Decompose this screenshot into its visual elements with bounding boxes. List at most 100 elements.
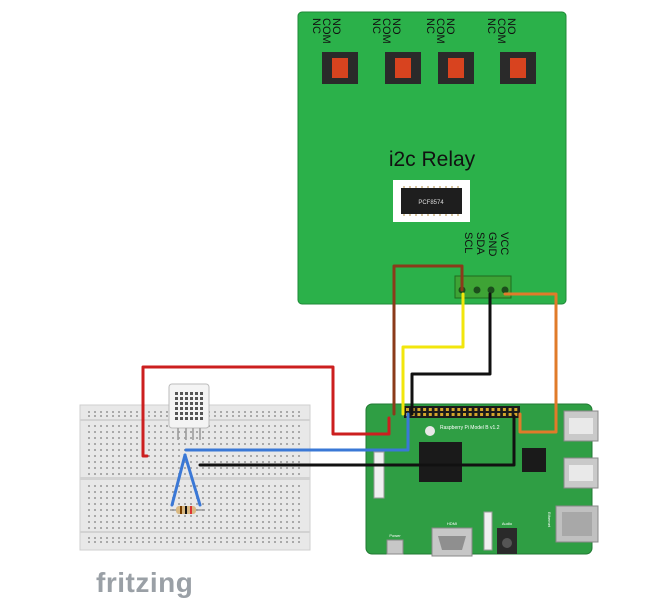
- breadboard-hole: [112, 411, 114, 413]
- breadboard-hole: [154, 411, 156, 413]
- breadboard-hole: [184, 473, 186, 475]
- breadboard-hole: [88, 503, 90, 505]
- breadboard-hole: [172, 455, 174, 457]
- breadboard-hole: [202, 497, 204, 499]
- breadboard-hole: [226, 443, 228, 445]
- gpio-pin: [423, 413, 427, 416]
- breadboard-hole: [232, 443, 234, 445]
- breadboard-hole: [250, 521, 252, 523]
- breadboard-hole: [232, 503, 234, 505]
- breadboard-hole: [106, 515, 108, 517]
- power-label: Power: [389, 533, 401, 538]
- breadboard-hole: [232, 461, 234, 463]
- breadboard-hole: [112, 425, 114, 427]
- breadboard-hole: [136, 461, 138, 463]
- breadboard-hole: [268, 485, 270, 487]
- breadboard-hole: [160, 491, 162, 493]
- breadboard-hole: [130, 449, 132, 451]
- breadboard-hole: [202, 491, 204, 493]
- breadboard-hole: [220, 485, 222, 487]
- breadboard-hole: [142, 515, 144, 517]
- breadboard-hole: [292, 431, 294, 433]
- breadboard-hole: [286, 485, 288, 487]
- breadboard-hole: [136, 509, 138, 511]
- breadboard-hole: [166, 537, 168, 539]
- breadboard-hole: [226, 455, 228, 457]
- sensor-grille-slot: [190, 392, 193, 395]
- breadboard-hole: [286, 521, 288, 523]
- breadboard-hole: [250, 541, 252, 543]
- breadboard-hole: [100, 455, 102, 457]
- breadboard-hole: [106, 503, 108, 505]
- breadboard-hole: [112, 455, 114, 457]
- breadboard-hole: [166, 415, 168, 417]
- breadboard-hole: [172, 485, 174, 487]
- breadboard-hole: [148, 443, 150, 445]
- breadboard-hole: [178, 449, 180, 451]
- sensor-grille-slot: [175, 392, 178, 395]
- breadboard-hole: [166, 473, 168, 475]
- relay-ch1-no: NO: [330, 18, 342, 35]
- breadboard-hole: [94, 541, 96, 543]
- breadboard-hole: [172, 491, 174, 493]
- breadboard-hole: [208, 461, 210, 463]
- breadboard-hole: [256, 431, 258, 433]
- breadboard-hole: [130, 437, 132, 439]
- breadboard-hole: [172, 461, 174, 463]
- breadboard-hole: [268, 461, 270, 463]
- breadboard-hole: [196, 537, 198, 539]
- breadboard-hole: [88, 497, 90, 499]
- breadboard-hole: [256, 467, 258, 469]
- breadboard-hole: [244, 527, 246, 529]
- breadboard-hole: [250, 455, 252, 457]
- breadboard-hole: [130, 509, 132, 511]
- breadboard-hole: [220, 537, 222, 539]
- breadboard-hole: [112, 443, 114, 445]
- breadboard-hole: [298, 425, 300, 427]
- breadboard-hole: [298, 461, 300, 463]
- breadboard-hole: [136, 443, 138, 445]
- sensor-grille-slot: [200, 392, 203, 395]
- breadboard-hole: [160, 461, 162, 463]
- sensor-grille-slot: [180, 407, 183, 410]
- sensor-grille-slot: [185, 402, 188, 405]
- gpio-pin: [474, 408, 478, 411]
- breadboard-hole: [250, 515, 252, 517]
- breadboard-hole: [112, 437, 114, 439]
- breadboard-hole: [106, 537, 108, 539]
- relay-ch3-com: COM: [434, 18, 446, 44]
- breadboard-hole: [130, 431, 132, 433]
- breadboard-hole: [238, 473, 240, 475]
- gpio-pin: [491, 408, 495, 411]
- breadboard-hole: [226, 537, 228, 539]
- sensor-grille-slot: [185, 397, 188, 400]
- breadboard-hole: [154, 443, 156, 445]
- audio-jack: Audio: [497, 521, 517, 554]
- breadboard-hole: [286, 537, 288, 539]
- breadboard-hole: [160, 449, 162, 451]
- breadboard-hole: [274, 425, 276, 427]
- breadboard-hole: [88, 491, 90, 493]
- breadboard-hole: [148, 455, 150, 457]
- breadboard-hole: [106, 467, 108, 469]
- breadboard-hole: [118, 515, 120, 517]
- breadboard-hole: [274, 473, 276, 475]
- breadboard-hole: [124, 455, 126, 457]
- breadboard-hole: [112, 509, 114, 511]
- breadboard-hole: [232, 515, 234, 517]
- breadboard-hole: [100, 515, 102, 517]
- breadboard-hole: [280, 515, 282, 517]
- relay-ch2-com: COM: [380, 18, 392, 44]
- breadboard-hole: [190, 497, 192, 499]
- breadboard-hole: [244, 461, 246, 463]
- breadboard-hole: [262, 425, 264, 427]
- breadboard-hole: [172, 437, 174, 439]
- breadboard-hole: [88, 461, 90, 463]
- breadboard-hole: [112, 461, 114, 463]
- breadboard-hole: [226, 521, 228, 523]
- breadboard-hole: [112, 503, 114, 505]
- relay-ch3-nc: NC: [424, 18, 436, 34]
- breadboard-hole: [100, 431, 102, 433]
- breadboard-hole: [214, 537, 216, 539]
- gpio-pin: [445, 413, 449, 416]
